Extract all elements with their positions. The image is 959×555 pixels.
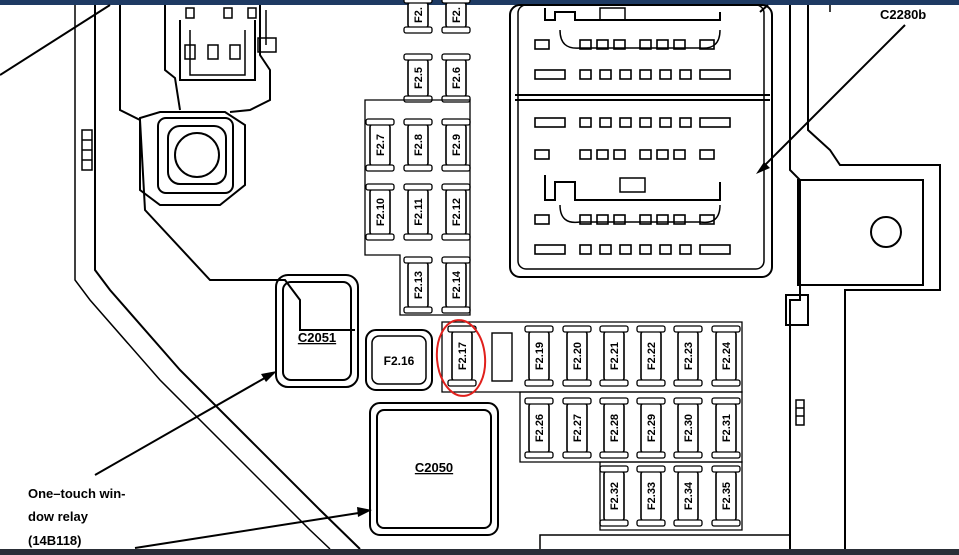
- highlight-circle: [435, 319, 487, 397]
- fuse-f2-22-label: F2.22: [646, 342, 658, 370]
- fuse-row-lower-frame: [599, 461, 743, 531]
- fuse-f2-16: F2.16: [365, 329, 433, 391]
- fuse-f2-6: F2.6: [441, 53, 471, 103]
- fuse-f2-12: F2.12: [441, 183, 471, 241]
- fuse-f2-7-label: F2.7: [375, 134, 387, 156]
- fuse-f2-9-label: F2.9: [451, 134, 463, 156]
- relay-label-line3: (14B118): [28, 533, 81, 548]
- fuse-f2-24-label: F2.24: [721, 341, 733, 370]
- fuse-f2-26-label: F2.26: [534, 414, 546, 442]
- fuse-top-b-label: F2.: [451, 7, 463, 23]
- fuse-f2-33: F2.33: [636, 465, 666, 527]
- fuse-f2-19: F2.19: [524, 325, 554, 387]
- relay-c2050: C2050: [369, 402, 499, 536]
- fuse-f2-14-label: F2.14: [451, 270, 463, 299]
- fuse-f2-19-label: F2.19: [534, 342, 546, 370]
- fuse-f2-26: F2.26: [524, 397, 554, 459]
- fuse-f2-17: F2.17: [447, 325, 477, 387]
- fuse-f2-5-label: F2.5: [413, 67, 425, 89]
- connector-c2280b: [509, 4, 773, 278]
- fuse-f2-33-label: F2.33: [646, 482, 658, 510]
- fuse-f2-21-label: F2.21: [609, 342, 621, 370]
- fuse-blank-slot: [491, 332, 513, 382]
- c2051-label: C2051: [298, 330, 336, 345]
- fuse-f2-29: F2.29: [636, 397, 666, 459]
- fuse-f2-28: F2.28: [599, 397, 629, 459]
- fuse-f2-31-label: F2.31: [721, 414, 733, 442]
- fuse-f2-30-label: F2.30: [683, 414, 695, 442]
- fuse-f2-12-label: F2.12: [451, 198, 463, 226]
- fuse-f2-9: F2.9: [441, 118, 471, 172]
- top-frame-bar: [0, 0, 959, 5]
- fuse-column-frame: [364, 99, 471, 316]
- fuse-f2-24: F2.24: [711, 325, 741, 387]
- fuse-f2-35-label: F2.35: [721, 482, 733, 510]
- fuse-f2-30: F2.30: [673, 397, 703, 459]
- fuse-top-b: F2.: [441, 0, 471, 34]
- fuse-f2-5: F2.5: [403, 53, 433, 103]
- relay-label-line1: One–touch win-: [28, 486, 126, 501]
- fuse-f2-22: F2.22: [636, 325, 666, 387]
- fuse-f2-21: F2.21: [599, 325, 629, 387]
- fuse-f2-27: F2.27: [562, 397, 592, 459]
- fuse-f2-28-label: F2.28: [609, 414, 621, 442]
- fuse-f2-14: F2.14: [441, 256, 471, 314]
- fuse-f2-34-label: F2.34: [683, 481, 695, 510]
- fuse-f2-31: F2.31: [711, 397, 741, 459]
- fuse-f2-29-label: F2.29: [646, 414, 658, 442]
- housing-outline: [74, 5, 941, 550]
- c2050-label: C2050: [415, 460, 453, 475]
- fuse-f2-8-label: F2.8: [413, 134, 425, 156]
- fuse-f2-11-label: F2.11: [413, 198, 425, 226]
- fuse-f2-17-label: F2.17: [457, 342, 469, 370]
- fuse-f2-27-label: F2.27: [572, 414, 584, 442]
- fuse-f2-23: F2.23: [673, 325, 703, 387]
- fuse-f2-34: F2.34: [673, 465, 703, 527]
- fuse-f2-32: F2.32: [599, 465, 629, 527]
- fuse-top-a: F2.: [403, 0, 433, 34]
- fuse-f2-10: F2.10: [365, 183, 395, 241]
- leader-lines: [0, 4, 906, 549]
- fuse-f2-13-label: F2.13: [413, 271, 425, 299]
- fuse-f2-32-label: F2.32: [609, 482, 621, 510]
- fuse-f2-20-label: F2.20: [572, 342, 584, 370]
- c2280b-label: C2280b: [880, 7, 926, 22]
- fuse-f2-11: F2.11: [403, 183, 433, 241]
- relay-c2051: C2051: [275, 274, 359, 388]
- bottom-frame-bar: [0, 549, 959, 555]
- f2-16-label: F2.16: [384, 354, 415, 368]
- fuse-f2-23-label: F2.23: [683, 342, 695, 370]
- fuse-f2-8: F2.8: [403, 118, 433, 172]
- fuse-f2-13: F2.13: [403, 256, 433, 314]
- fuse-f2-7: F2.7: [365, 118, 395, 172]
- relay-label-line2: dow relay: [28, 509, 89, 524]
- fuse-f2-10-label: F2.10: [375, 198, 387, 226]
- fuse-f2-6-label: F2.6: [451, 67, 463, 89]
- fuse-f2-35: F2.35: [711, 465, 741, 527]
- fuse-top-a-label: F2.: [413, 7, 425, 23]
- fuse-f2-20: F2.20: [562, 325, 592, 387]
